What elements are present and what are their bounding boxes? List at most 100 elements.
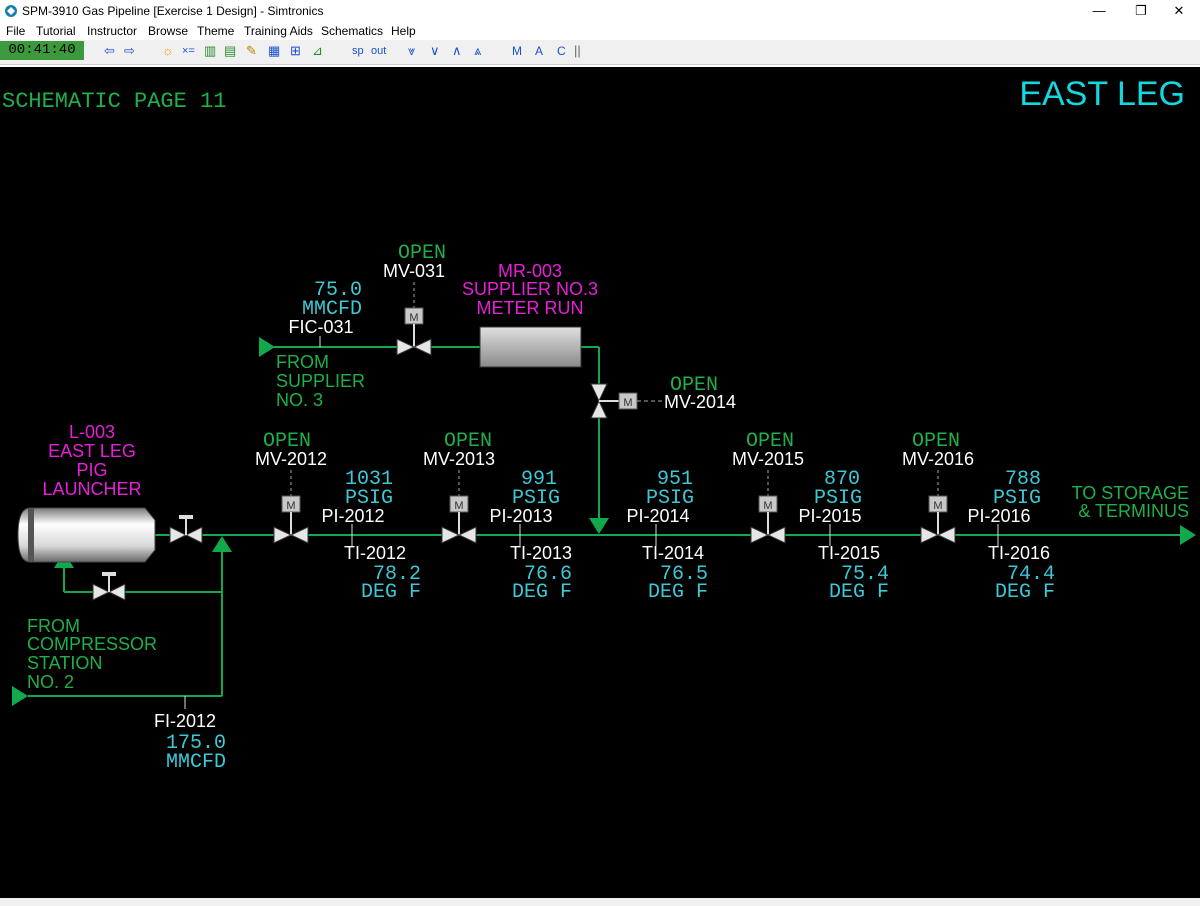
mv-2013-label: OPEN MV-2013 [423,430,495,469]
menu-theme[interactable]: Theme [197,24,235,38]
meter-run-line2: METER RUN [477,298,584,318]
mv-2015-motor-letter: M [763,500,772,512]
auto-mode-button[interactable]: A [535,44,544,58]
mv-2015-status: OPEN [746,430,794,453]
menu-bar: File Tutorial Instructor Browse Theme Tr… [0,22,1200,40]
pi-2016-unit: PSIG [993,487,1041,510]
compressor-inlet-arrow-icon [12,686,28,706]
mv-2016-motor-letter: M [933,500,942,512]
pi-2013-readout[interactable]: 991 PSIG PI-2013 [489,468,560,526]
ti-2012-tag: TI-2012 [344,543,406,563]
mv-031-status: OPEN [398,242,446,265]
sun-icon[interactable]: ☼ [162,43,174,58]
destination-label: TO STORAGE & TERMINUS [1072,483,1189,521]
fic-031-readout[interactable]: 75.0 MMCFD FIC-031 [288,279,362,337]
mv-2016-status: OPEN [912,430,960,453]
ti-2016-value: 74.4 [1007,563,1055,586]
pi-2012-readout[interactable]: 1031 PSIG PI-2012 [321,468,393,526]
pi-2012-unit: PSIG [345,487,393,510]
pig-launcher-drum[interactable] [17,507,156,563]
menu-tutorial[interactable]: Tutorial [36,24,76,38]
launcher-line3: LAUNCHER [42,479,141,499]
menu-file[interactable]: File [6,24,26,38]
meter-run-line1: SUPPLIER NO.3 [462,279,598,299]
ti-2012-unit: DEG F [361,581,421,604]
forward-arrow-icon[interactable]: ⇨ [124,43,135,58]
launcher-label: L-003 EAST LEG PIG LAUNCHER [42,422,141,499]
meter-run-box[interactable] [479,326,582,368]
pi-2015-tag: PI-2015 [798,506,861,526]
line-chart-icon[interactable]: ⊿ [312,43,323,58]
supplier-inlet-arrow-icon [259,337,275,357]
pi-2016-readout[interactable]: 788 PSIG PI-2016 [967,468,1041,526]
mv-2012-valve[interactable]: M [273,470,309,544]
grid-icon[interactable]: ▦ [268,43,281,58]
chevron-down-icon[interactable]: ∨ [430,43,440,58]
mv-2016-tag: MV-2016 [902,449,974,469]
setpoint-button[interactable]: sp [352,45,364,57]
minimize-button[interactable]: — [1092,3,1106,18]
ti-2015-tag: TI-2015 [818,543,880,563]
compressor-source-line4: NO. 2 [27,672,74,692]
multiply-icon[interactable]: ×= [182,45,195,57]
network-icon[interactable]: ⊞ [290,43,301,58]
bypass-valve[interactable] [92,572,126,601]
chevron-up-icon[interactable]: ∧ [452,43,462,58]
pi-2015-readout[interactable]: 870 PSIG PI-2015 [798,468,862,526]
mv-2014-valve[interactable]: M [590,383,662,419]
app-logo-icon [5,5,17,17]
menu-training-aids[interactable]: Training Aids [244,24,313,38]
ti-2013-unit: DEG F [512,581,572,604]
ti-2014-value: 76.5 [660,563,708,586]
menu-instructor[interactable]: Instructor [87,24,138,38]
double-chevron-up-icon[interactable]: ⩓ [474,43,482,58]
destination-line2: & TERMINUS [1078,501,1189,521]
fi-2012-tag: FI-2012 [154,711,216,731]
launcher-line2: PIG [76,460,107,480]
launcher-valve[interactable] [169,515,203,544]
fi-2012-readout[interactable]: FI-2012 175.0 MMCFD [154,711,226,774]
toolbar-separator: || [574,43,581,58]
flow-arrows [12,337,1196,706]
ti-2015-unit: DEG F [829,581,889,604]
double-chevron-down-icon[interactable]: ⩔ [408,43,416,58]
mv-2013-status: OPEN [444,430,492,453]
output-button[interactable]: out [371,45,387,57]
pi-2014-value: 951 [657,468,693,491]
compressor-source-line2: COMPRESSOR [27,634,157,654]
cascade-mode-button[interactable]: C [557,44,566,58]
mv-2013-valve[interactable]: M [441,470,477,544]
ti-2012-readout[interactable]: TI-2012 78.2 DEG F [344,543,421,604]
supplier-source-line2: SUPPLIER [276,371,365,391]
menu-browse[interactable]: Browse [148,24,189,38]
ti-2015-readout[interactable]: TI-2015 75.4 DEG F [818,543,889,604]
mv-2015-valve[interactable]: M [750,470,786,544]
pi-2014-readout[interactable]: 951 PSIG PI-2014 [626,468,694,526]
meter-run-label: MR-003 SUPPLIER NO.3 METER RUN [462,261,598,318]
pi-2016-value: 788 [1005,468,1041,491]
fic-031-tag: FIC-031 [288,317,353,337]
menu-schematics[interactable]: Schematics [321,24,384,38]
ti-2016-readout[interactable]: TI-2016 74.4 DEG F [988,543,1055,604]
bar-chart-icon[interactable]: ▥ [204,43,217,58]
mv-031-valve[interactable]: M [396,282,432,356]
mv-2016-valve[interactable]: M [920,470,956,544]
pi-2015-unit: PSIG [814,487,862,510]
toolbar: 00:41:40 ⇦ ⇨ ☼ ×= ▥ ▤ ✎ ▦ ⊞ ⊿ sp out ⩔ ∨… [0,40,1200,65]
trend-icon[interactable]: ▤ [224,43,237,58]
ti-2014-readout[interactable]: TI-2014 76.5 DEG F [642,543,708,604]
pi-2012-tag: PI-2012 [321,506,384,526]
close-button[interactable]: ✕ [1173,3,1185,18]
manual-mode-button[interactable]: M [512,44,522,58]
schematic-screen: M M M M M M [0,67,1200,898]
restore-button[interactable]: ❐ [1135,3,1147,18]
menu-help[interactable]: Help [391,24,416,38]
pipe-network [28,346,1180,697]
pencil-icon[interactable]: ✎ [246,43,257,58]
back-arrow-icon[interactable]: ⇦ [104,43,115,58]
mv-2012-label: OPEN MV-2012 [255,430,327,469]
compressor-tee-arrow-icon [212,536,232,552]
window-title: SPM-3910 Gas Pipeline [Exercise 1 Design… [22,4,324,18]
supplier-drop-arrow-icon [589,518,609,534]
ti-2013-readout[interactable]: TI-2013 76.6 DEG F [510,543,572,604]
